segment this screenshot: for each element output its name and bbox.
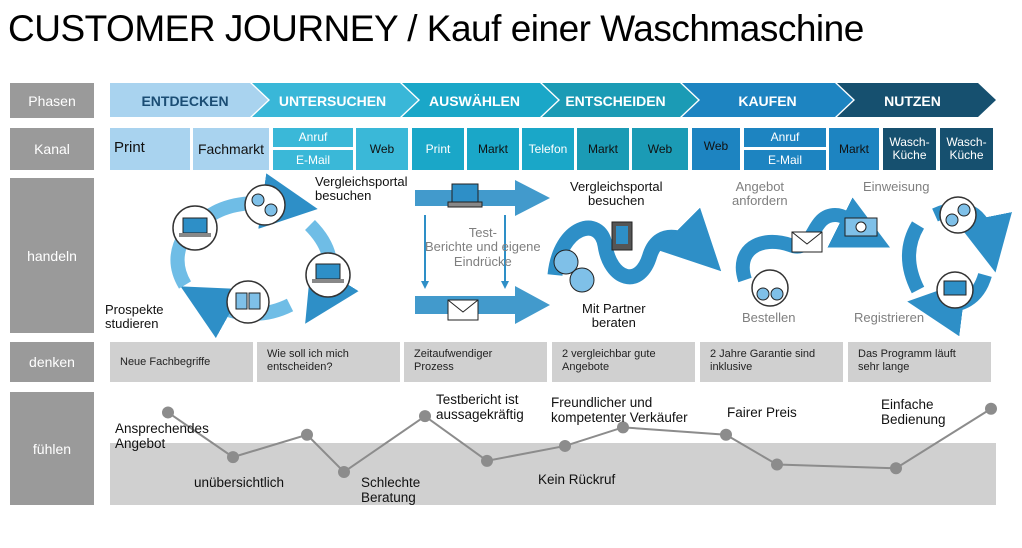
feeling-label-12: Einfache Bedienung <box>881 397 946 427</box>
action-prospekte: Prospekte studieren <box>105 302 164 332</box>
feeling-label-8: Freundlicher und kompetenter Verkäufer <box>551 395 688 425</box>
channel-telefon: Telefon <box>522 128 574 170</box>
channel-anruf-2: Anruf <box>744 128 826 147</box>
phase-label-untersuchen: UNTERSUCHEN <box>278 93 387 109</box>
feeling-label-1: Ansprechendes Angebot <box>115 421 209 451</box>
channel-print-2: Print <box>412 128 464 170</box>
book-icon <box>226 280 270 324</box>
action-vergleichsportal-1: Vergleichsportal besuchen <box>315 174 408 204</box>
nutzen-cycle-diagram <box>902 196 1012 337</box>
channel-markt-2: Markt <box>577 128 629 170</box>
action-testberichte: Test- Berichte und eigene Eindrücke <box>425 225 541 269</box>
laptop-icon-2 <box>305 252 351 298</box>
channel-markt-1: Markt <box>467 128 519 170</box>
laptop-icon-4 <box>751 269 789 307</box>
thought-1: Neue Fachbegriffe <box>110 342 253 382</box>
channel-markt-3: Markt <box>829 128 879 170</box>
channel-email-2: E-Mail <box>744 150 826 170</box>
action-angebot: Angebot anfordern <box>732 179 788 209</box>
feeling-label-2: unübersichtlich <box>194 475 285 490</box>
feeling-point-1 <box>162 406 174 419</box>
laptop-icon <box>172 205 218 251</box>
feeling-label-5: Testbericht ist aussagekräftig <box>436 392 524 422</box>
feeling-point-6 <box>481 454 493 467</box>
row-label-handeln: handeln <box>10 178 94 333</box>
row-label-phasen: Phasen <box>10 83 94 118</box>
phase-label-entscheiden: ENTSCHEIDEN <box>565 93 666 109</box>
channel-waschkueche-2: Wasch- Küche <box>940 128 993 170</box>
envelope-icon-2 <box>791 231 823 253</box>
channel-web-1: Web <box>356 128 408 170</box>
kaufen-swirl-diagram <box>735 197 891 307</box>
channel-waschkueche-1: Wasch- Küche <box>883 128 936 170</box>
phase-label-auswaehlen: AUSWÄHLEN <box>429 93 520 109</box>
entscheiden-wave-diagram <box>547 207 722 293</box>
feeling-label-7: Kein Rückruf <box>538 472 616 487</box>
smiley-icon <box>553 249 595 293</box>
row-label-fuehlen: fühlen <box>10 392 94 505</box>
action-bestellen: Bestellen <box>742 310 796 325</box>
laptop-icon-3 <box>447 183 483 208</box>
thought-6: Das Programm läuft sehr lange <box>848 342 991 382</box>
phase-label-entdecken: ENTDECKEN <box>141 93 229 109</box>
action-einweisung: Einweisung <box>863 179 930 194</box>
feeling-point-12 <box>985 402 997 415</box>
feeling-point-10 <box>771 458 783 471</box>
feeling-point-7 <box>559 439 571 452</box>
smiley-icon-2 <box>939 196 977 234</box>
thought-3: Zeitaufwendiger Prozess <box>404 342 547 382</box>
channel-print-1: Print <box>110 128 190 170</box>
feeling-point-3 <box>301 428 313 441</box>
action-registrieren: Registrieren <box>854 310 925 325</box>
thought-5: 2 Jahre Garantie sind inklusive <box>700 342 843 382</box>
envelope-icon <box>447 299 479 321</box>
feeling-label-4: Schlechte Beratung <box>361 475 421 505</box>
channel-fachmarkt: Fachmarkt <box>193 128 269 170</box>
feeling-point-5 <box>419 410 431 423</box>
channel-web-3: Web <box>692 128 740 170</box>
feeling-point-4 <box>338 466 350 478</box>
phone-icon <box>611 221 633 251</box>
laptop-icon-5 <box>936 271 974 309</box>
feeling-point-11 <box>890 462 902 475</box>
page-title: CUSTOMER JOURNEY / Kauf einer Waschmasch… <box>8 8 864 49</box>
phase-label-nutzen: NUTZEN <box>884 93 941 109</box>
feeling-point-2 <box>227 451 239 464</box>
row-label-denken: denken <box>10 342 94 382</box>
feeling-point-9 <box>720 428 732 441</box>
feeling-label-9: Fairer Preis <box>727 405 797 420</box>
chat-icon <box>244 184 286 226</box>
channel-anruf-1: Anruf <box>273 128 353 147</box>
action-partner: Mit Partner beraten <box>582 301 646 331</box>
thought-2: Wie soll ich mich entscheiden? <box>257 342 400 382</box>
row-label-kanal: Kanal <box>10 128 94 170</box>
action-vergleichsportal-2: Vergleichsportal besuchen <box>570 179 663 209</box>
channel-email-1: E-Mail <box>273 150 353 170</box>
channel-web-2: Web <box>632 128 688 170</box>
entdecken-cycle-diagram <box>170 173 359 339</box>
money-icon <box>844 217 878 237</box>
phase-label-kaufen: KAUFEN <box>738 93 797 109</box>
thought-4: 2 vergleichbar gute Angebote <box>552 342 695 382</box>
